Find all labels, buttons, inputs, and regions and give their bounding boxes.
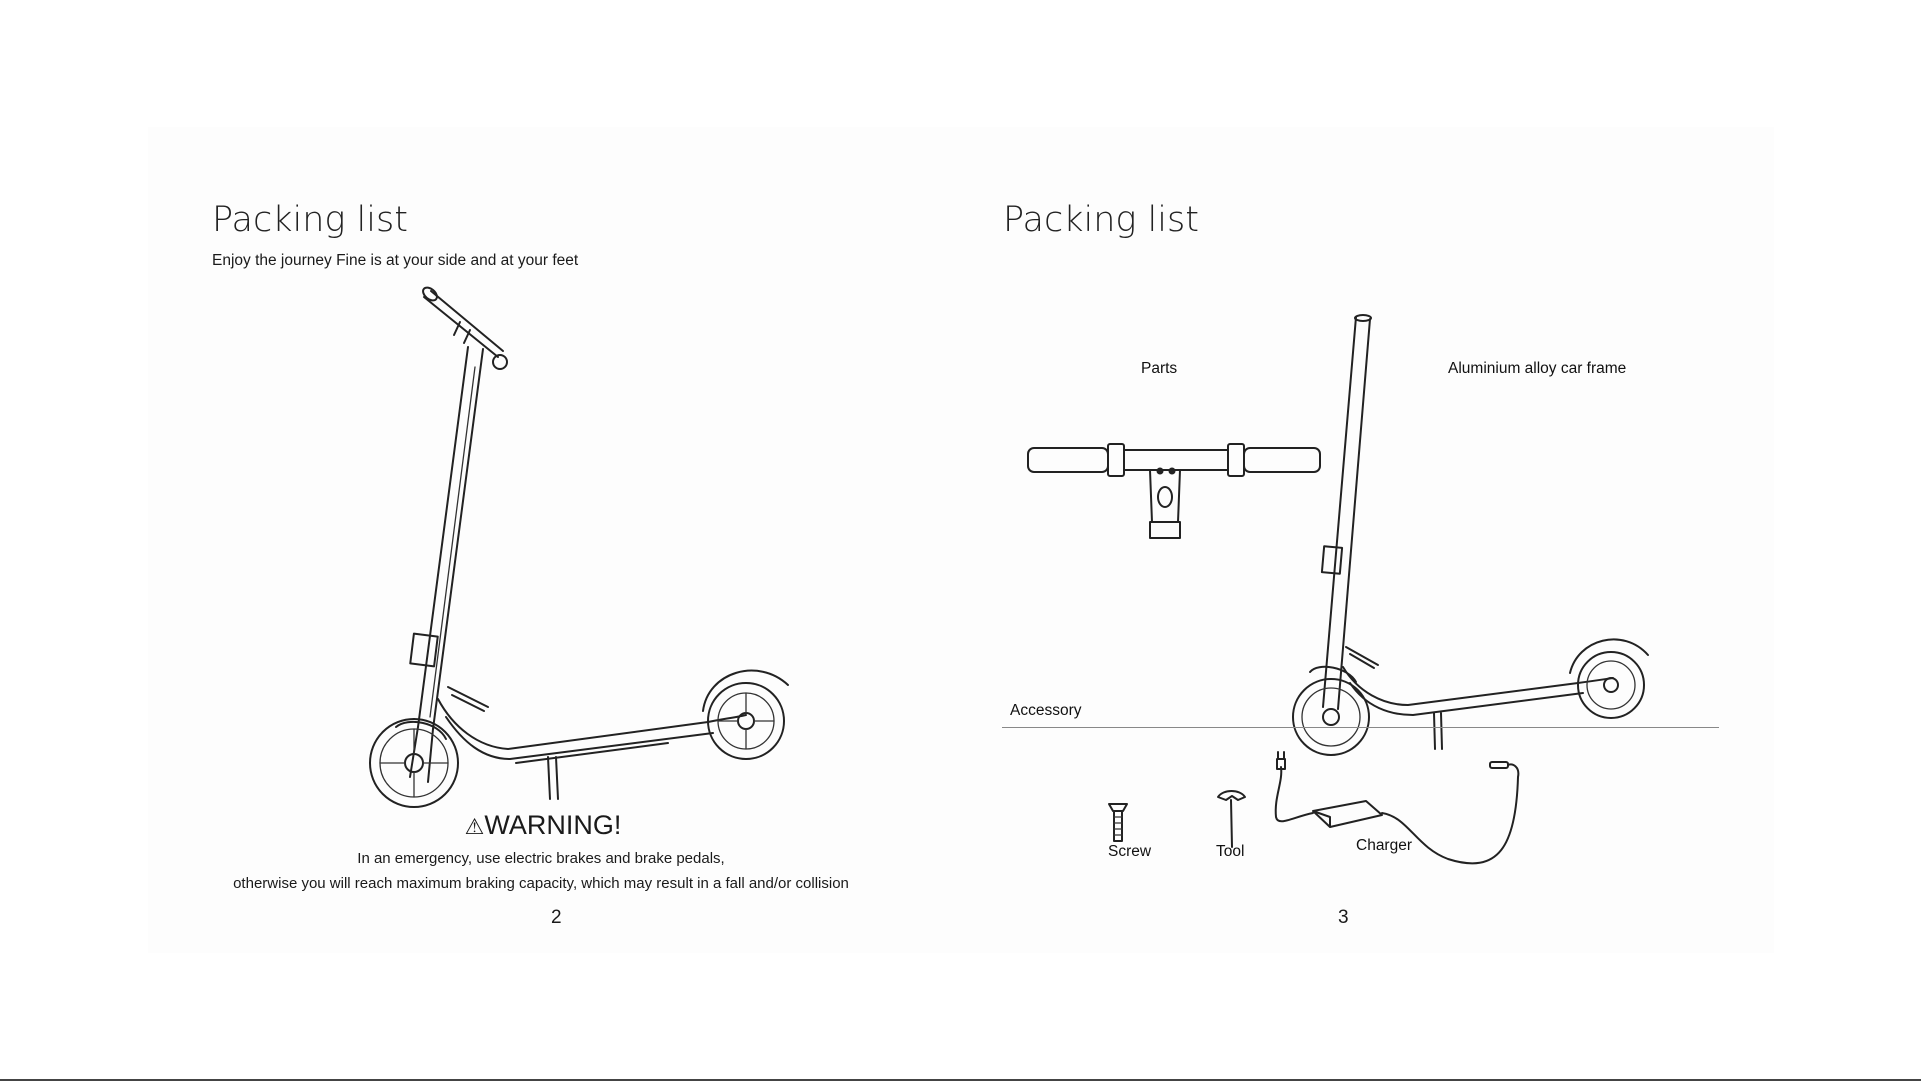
accessory-illustrations (1108, 751, 1520, 865)
page-subtitle: Enjoy the journey Fine is at your side a… (212, 252, 579, 269)
warning-title: WARNING! (484, 810, 622, 840)
warning-line-2: otherwise you will reach maximum braking… (233, 875, 849, 892)
parts-label: Parts (1141, 360, 1178, 377)
accessory-label: Accessory (1010, 702, 1082, 719)
warning-line-1: In an emergency, use electric brakes and… (357, 850, 725, 867)
accessory-charger-label: Charger (1356, 837, 1412, 854)
warning-icon: ⚠ (464, 814, 485, 839)
accessory-divider (1002, 727, 1719, 728)
accessory-screw-label: Screw (1108, 843, 1152, 860)
manual-spread: Packing list Enjoy the journey Fine is a… (148, 127, 1774, 953)
scooter-illustration (369, 286, 789, 808)
charger-icon (1312, 800, 1383, 828)
tool-icon (1217, 790, 1246, 848)
warning-heading: ⚠WARNING! (148, 810, 938, 841)
page-right: Packing list Parts Aluminium alloy car f… (938, 127, 1774, 953)
page-title: Packing list (1003, 200, 1199, 240)
screw-icon (1108, 803, 1128, 842)
page-left: Packing list Enjoy the journey Fine is a… (148, 127, 938, 953)
frame-illustration (1292, 314, 1649, 756)
handlebar-part-illustration (1027, 443, 1321, 539)
accessory-tool-label: Tool (1216, 843, 1245, 860)
page-number-right: 3 (1338, 907, 1349, 928)
frame-label: Aluminium alloy car frame (1448, 360, 1627, 377)
page-number-left: 2 (551, 907, 562, 928)
bottom-rule (0, 1079, 1921, 1081)
page-title: Packing list (212, 200, 408, 240)
